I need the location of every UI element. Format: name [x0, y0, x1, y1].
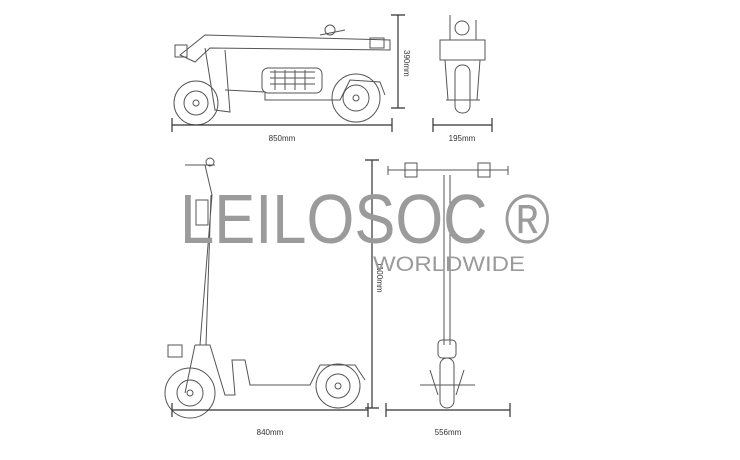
folded-length-label: 850mm	[269, 134, 296, 143]
handlebar-width-label: 556mm	[435, 428, 462, 437]
handlebar-width-dimension: 556mm	[385, 403, 511, 437]
watermark-brand: LEILOSOC ®	[180, 180, 550, 258]
watermark-tagline: WORLDWIDE	[373, 253, 525, 276]
folded-width-label: 195mm	[449, 134, 476, 143]
folded-length-dimension: 850mm	[171, 118, 393, 143]
unfolded-height-dimension: 1100mm	[365, 159, 384, 409]
folded-side-view	[173, 24, 391, 126]
unfolded-length-dimension: 840mm	[171, 403, 369, 437]
folded-height-dimension: 390mm	[391, 14, 411, 109]
folded-height-label: 390mm	[402, 50, 411, 77]
folded-front-view	[439, 15, 486, 114]
unfolded-height-label: 1100mm	[375, 262, 384, 293]
unfolded-side-view	[164, 157, 366, 419]
unfolded-front-view	[387, 162, 509, 409]
folded-width-dimension: 195mm	[432, 118, 493, 143]
unfolded-length-label: 840mm	[257, 428, 284, 437]
